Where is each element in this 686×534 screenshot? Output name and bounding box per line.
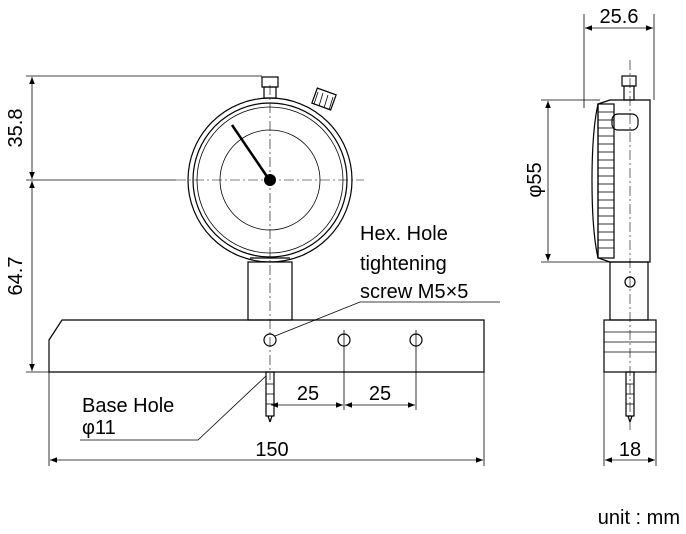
hex-hole [263,333,277,347]
front-depth-rod [265,371,275,423]
side-bezel-knurl [597,103,615,259]
base-hole-leader [80,375,267,441]
side-knob [611,113,639,131]
side-view [591,60,657,430]
hex-hole-leader [274,301,500,337]
front-bezel-knob [311,87,337,111]
annotations: Hex. Hole tightening screw M5×5 Base Hol… [80,223,500,441]
side-dimensions: 25.6 φ55 18 [524,6,657,466]
dim-label-64-7: 64.7 [5,257,27,296]
dim-label-phi55: φ55 [524,162,546,197]
side-plunger-neck [623,85,635,101]
base-hole-label-line1: Base Hole [82,395,174,417]
unit-note: unit : mm [598,507,680,529]
hex-hole-label-line3: screw M5×5 [360,281,468,303]
side-base [603,319,657,373]
dim-label-25-b: 25 [369,383,391,405]
hex-hole-label-line2: tightening [360,253,447,275]
side-plunger-cap [621,75,637,87]
side-dial-body [597,99,651,263]
dim-label-18: 18 [619,439,641,461]
dim-label-25-6: 25.6 [600,6,639,28]
front-dial-needle [230,124,270,179]
dim-label-35-8: 35.8 [5,109,27,148]
front-dimensions: 35.8 64.7 150 25 25 [5,75,485,466]
side-stem [609,261,649,321]
dim-label-25-a: 25 [297,383,319,405]
front-base-block [48,319,485,373]
side-dial-front-curve [591,103,599,259]
front-view [48,76,485,423]
base-hole-label-line2: φ11 [82,417,116,439]
hex-hole-label-line1: Hex. Hole [360,223,448,245]
dim-label-150: 150 [255,439,288,461]
